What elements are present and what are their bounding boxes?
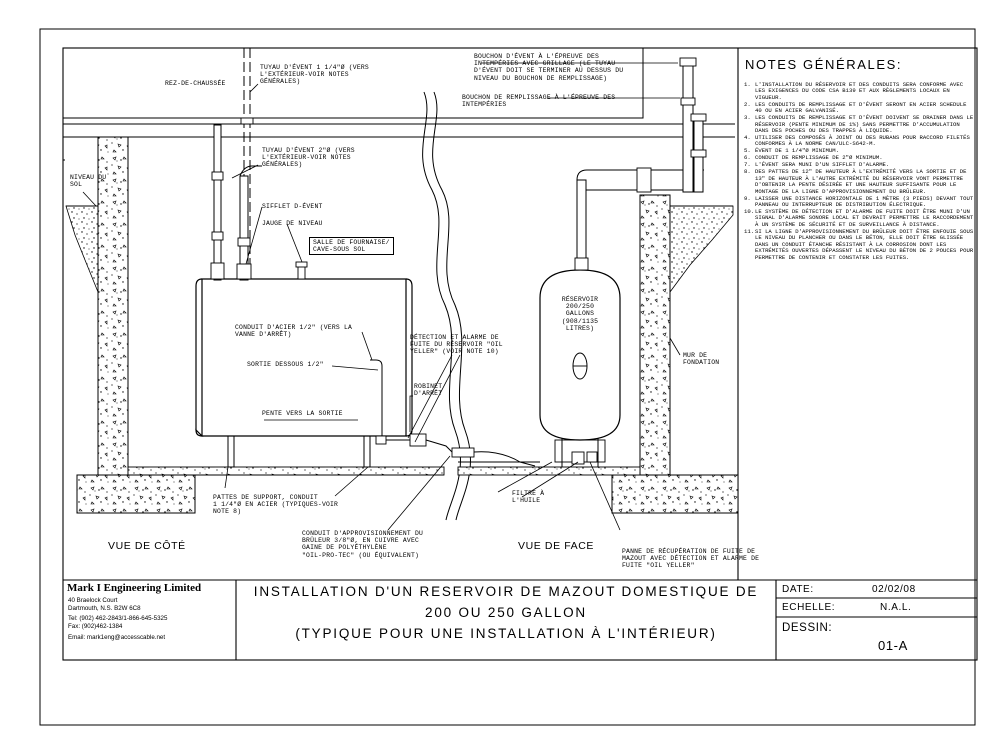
view-label-front: VUE DE FACE — [518, 540, 595, 552]
label-detection: DÉTECTION ET ALARME DE FUITE DU RÉSERVOI… — [410, 334, 503, 356]
echelle-label: ECHELLE: — [782, 602, 836, 613]
leader-lines — [82, 62, 681, 531]
note-text: L'ÉVENT SERA MUNI D'UN SIFFLET D'ALARME. — [755, 161, 890, 169]
company-address2: Dartmouth, N.S. B2W 6C8 — [68, 605, 141, 612]
label-conduit-appro: CONDUIT D'APPROVISIONNEMENT DU BRÛLEUR 3… — [302, 530, 424, 559]
company-email: Email: mark1eng@accesscable.net — [68, 634, 166, 641]
label-tuyau-event-2: TUYAU D'ÉVENT 2"ø (VERS L'EXTÉRIEUR-VOIR… — [262, 147, 355, 169]
note-text: CONDUIT DE REMPLISSAGE DE 2"ø MINIMUM. — [755, 154, 883, 162]
label-niveau-du-sol: NIVEAU DU SOL — [70, 174, 107, 189]
label-jauge: JAUGE DE NIVEAU — [262, 220, 323, 227]
ground-floor-slab — [62, 47, 735, 161]
note-text: UTILISER DES COMPOSÉS À JOINT OU DES RUB… — [755, 134, 970, 148]
label-sortie-dessous: SORTIE DESSOUS 1/2" — [247, 361, 324, 368]
note-item: 9. LAISSER UNE DISTANCE HORIZONTALE DE 1 … — [744, 194, 976, 209]
label-bouchon-event: BOUCHON D'ÉVENT À L'ÉPREUVE DES INTEMPÉR… — [474, 53, 624, 82]
note-item: 4. UTILISER DES COMPOSÉS À JOINT OU DES R… — [744, 134, 976, 148]
note-text: LE SYSTÈME DE DÉTECTION ET D'ALARME DE F… — [755, 208, 974, 228]
label-mur: MUR DE FONDATION — [683, 352, 720, 367]
note-item: 7. L'ÉVENT SERA MUNI D'UN SIFFLET D'ALARM… — [744, 161, 976, 169]
note-number: 8. — [744, 168, 751, 176]
label-conduit-acier: CONDUIT D'ACIER 1/2" (VERS LA VANNE D'AR… — [235, 324, 353, 339]
label-filtre: FILTRE À L'HUILE — [512, 490, 545, 505]
note-text: LES CONDUITS DE REMPLISSAGE ET D'ÉVENT D… — [755, 114, 974, 135]
exterior-soil — [65, 205, 734, 294]
note-text: DES PATTES DE 12" DE HAUTEUR À L'EXTRÉMI… — [755, 168, 967, 195]
dessin-value: 01-A — [878, 638, 908, 653]
label-tuyau-event-1: TUYAU D'ÉVENT 1 1/4"ø (VERS L'EXTÉRIEUR-… — [260, 64, 369, 86]
date-value: 02/02/08 — [872, 584, 916, 595]
label-salle: SALLE DE FOURNAISE/ CAVE-SOUS SOL — [309, 237, 394, 256]
dessin-label: DESSIN: — [782, 622, 833, 634]
echelle-value: N.A.L. — [880, 602, 912, 613]
drawing-title-line1: INSTALLATION D'UN RESERVOIR DE MAZOUT DO… — [253, 584, 759, 599]
right-foundation-wall — [611, 194, 739, 514]
note-item: 6. CONDUIT DE REMPLISSAGE DE 2"ø MINIMUM. — [744, 154, 976, 162]
company-name: Mark I Engineering Limited — [67, 582, 202, 594]
drawing-title-line3: (TYPIQUE POUR UNE INSTALLATION À L'INTÉR… — [295, 626, 717, 641]
company-address1: 40 Braelock Court — [68, 597, 118, 604]
note-number: 6. — [744, 154, 751, 162]
note-item: 10.LE SYSTÈME DE DÉTECTION ET D'ALARME D… — [744, 208, 976, 228]
note-text: ÉVENT DE 1 1/4"ø MINIMUM. — [755, 147, 839, 155]
note-text: SI LA LIGNE D'APPROVISIONNEMENT DU BRÛLE… — [755, 227, 974, 261]
note-number: 1. — [744, 81, 751, 88]
notes-list: 1. L'INSTALLATION DU RÉSERVOIR ET DES CON… — [744, 81, 976, 262]
label-reservoir: RÉSERVOIR 200/250 GALLONS (908/1135 LITR… — [561, 296, 599, 332]
label-bouchon-remplissage: BOUCHON DE REMPLISSAGE À L'ÉPREUVE DES I… — [462, 94, 616, 109]
title-block-lines — [235, 580, 977, 660]
left-foundation-wall — [76, 136, 196, 514]
label-pattes: PATTES DE SUPPORT, CONDUIT 1 1/4"ø EN AC… — [213, 494, 339, 516]
label-sifflet: SIFFLET D-ÉVENT — [262, 203, 323, 210]
note-number: 5. — [744, 147, 751, 155]
note-number: 7. — [744, 161, 751, 169]
note-number: 2. — [744, 100, 751, 108]
note-item: 8. DES PATTES DE 12" DE HAUTEUR À L'EXTRÉ… — [744, 169, 976, 195]
note-number: 10. — [744, 208, 755, 216]
notes-title: NOTES GÉNÉRALES: — [745, 57, 903, 72]
note-item: 1. L'INSTALLATION DU RÉSERVOIR ET DES CON… — [744, 81, 976, 101]
note-number: 4. — [744, 134, 751, 142]
note-number: 3. — [744, 114, 751, 122]
company-tel: Tel: (902) 462-2843/1-866-645-5325 — [68, 615, 168, 622]
label-pente: PENTE VERS LA SORTIE — [262, 410, 343, 417]
note-text: L'INSTALLATION DU RÉSERVOIR ET DES CONDU… — [755, 81, 964, 101]
label-rez-de-chaussee: REZ-DE-CHAUSSÉE — [165, 80, 226, 87]
label-panne: PANNE DE RÉCUPÉRATION DE FUITE DE MAZOUT… — [622, 548, 760, 570]
note-item: 3. LES CONDUITS DE REMPLISSAGE ET D'ÉVENT… — [744, 114, 976, 135]
note-text: LES CONDUITS DE REMPLISSAGE ET D'ÉVENT S… — [755, 100, 967, 115]
note-number: 11. — [744, 227, 755, 235]
view-label-side: VUE DE CÔTÉ — [108, 540, 186, 552]
note-item: 5. ÉVENT DE 1 1/4"ø MINIMUM. — [744, 147, 976, 155]
label-robinet: ROBINET D'ARRÊT — [414, 383, 443, 398]
note-number: 9. — [744, 194, 751, 202]
note-text: LAISSER UNE DISTANCE HORIZONTALE DE 1 MÈ… — [755, 194, 974, 209]
basement-floor — [127, 466, 641, 476]
front-view-tank — [539, 57, 707, 467]
side-view-pipes — [210, 48, 540, 467]
date-label: DATE: — [782, 584, 814, 595]
drawing-title-line2: 200 OU 250 GALLON — [425, 605, 587, 620]
note-item: 11.SI LA LIGNE D'APPROVISIONNEMENT DU BR… — [744, 227, 976, 261]
note-item: 2. LES CONDUITS DE REMPLISSAGE ET D'ÉVENT… — [744, 100, 976, 115]
company-fax: Fax: (902)462-1384 — [68, 623, 123, 630]
